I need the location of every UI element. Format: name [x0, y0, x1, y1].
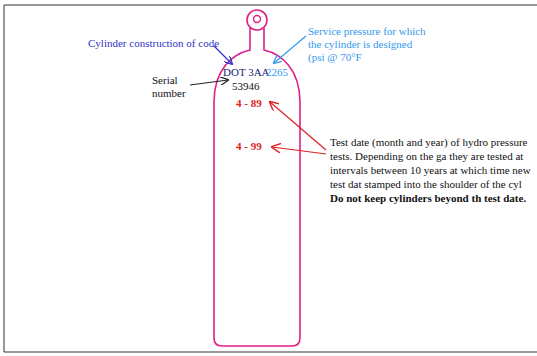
leader-arrow	[190, 80, 228, 85]
valve-loop	[247, 10, 267, 30]
test-date: 4 - 99	[236, 140, 262, 153]
pressure-marking: 2265	[266, 66, 288, 79]
test-date: 4 - 89	[236, 97, 262, 110]
leader-arrow	[274, 36, 306, 63]
warning-text: Do not keep cylinders beyond th test dat…	[330, 191, 535, 205]
leader-arrow	[272, 147, 326, 154]
note-text: Test date (month and year) of hydro pres…	[330, 135, 535, 191]
callout-label: Cylinder construction of code	[88, 37, 219, 50]
leader-arrow	[270, 102, 326, 150]
code-marking: DOT 3AA	[223, 66, 270, 79]
frame	[4, 5, 537, 352]
valve-hole	[254, 16, 261, 23]
callout-label: Service pressure for which the cylinder …	[308, 25, 426, 64]
callout-label: Serial number	[152, 74, 194, 100]
cylinder-outline	[214, 28, 300, 346]
serial-marking: 53946	[232, 80, 260, 93]
